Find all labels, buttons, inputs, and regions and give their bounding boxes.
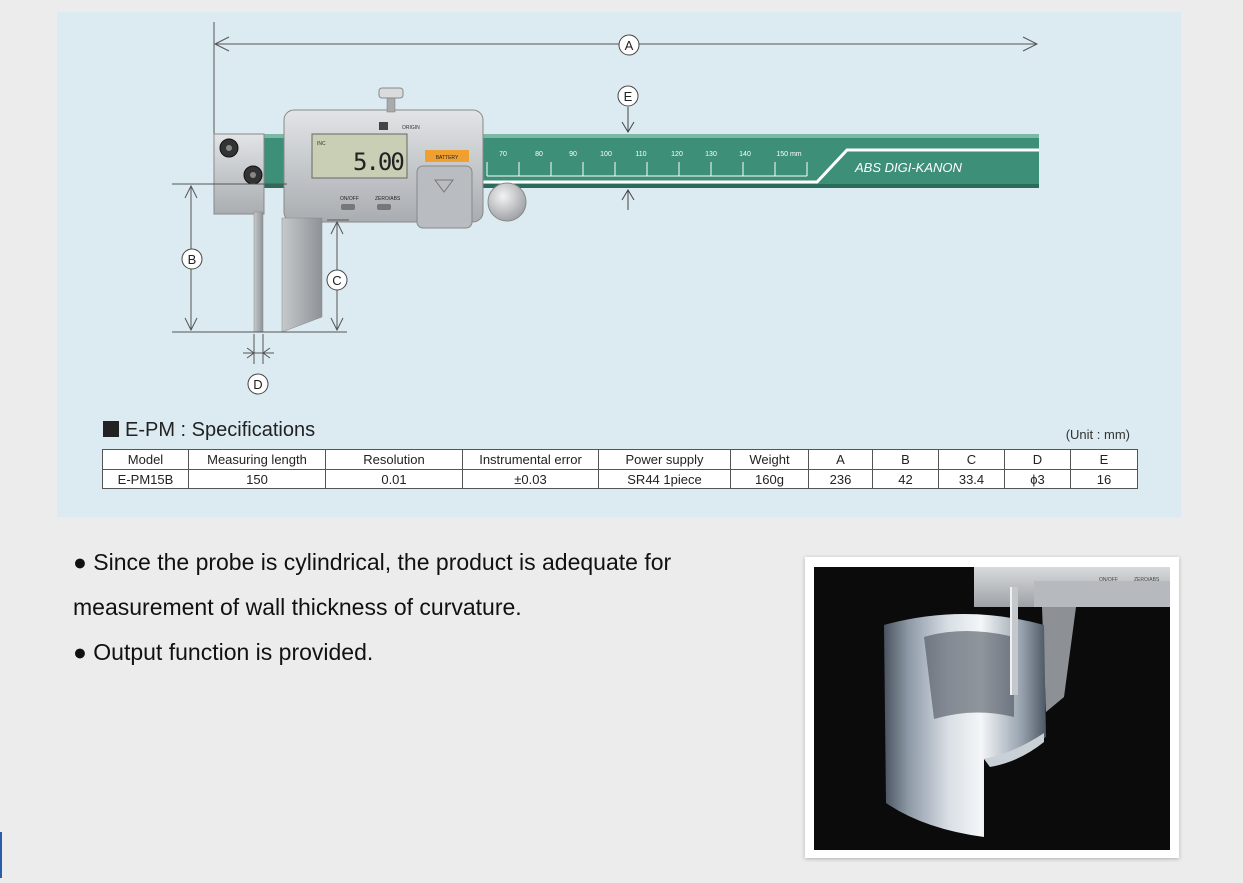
scale-label: 140 (739, 151, 751, 158)
col-e: E (1070, 449, 1138, 470)
scale-label: 120 (671, 151, 683, 158)
col-d: D (1004, 449, 1071, 470)
callout-c-circle (326, 269, 348, 291)
dimension-d (243, 334, 274, 364)
corner-marker (0, 832, 2, 878)
callout-e: E (624, 89, 633, 104)
feature-item: ● Output function is provided. (73, 639, 374, 665)
on-off-button (341, 204, 355, 210)
col-weight: Weight (730, 449, 809, 470)
scale-label: 80 (535, 151, 543, 158)
feature-item: ● Since the probe is cylindrical, the pr… (73, 549, 672, 575)
photo-zero-abs-label: ZERO/ABS (1134, 577, 1160, 583)
col-power-supply: Power supply (598, 449, 731, 470)
zero-abs-button (377, 204, 391, 210)
scale-ticks (486, 162, 808, 177)
col-c: C (938, 449, 1005, 470)
zero-abs-label: ZERO/ABS (375, 196, 401, 202)
scale-label: 150 mm (776, 151, 801, 158)
callout-c: C (332, 273, 341, 288)
square-bullet-icon (103, 421, 119, 437)
cell-d: ϕ3 (1004, 469, 1071, 489)
cell-e: 16 (1070, 469, 1138, 489)
display-reading: 5.00 (353, 148, 403, 176)
beam-stripe (482, 148, 1039, 184)
lcd-display (311, 133, 408, 179)
battery-label: BATTERY (436, 155, 459, 161)
brand-text: ABS DIGI-KANON (854, 160, 963, 175)
cylindrical-probe (253, 211, 264, 333)
spec-table: Model Measuring length Resolution Instru… (102, 449, 1138, 489)
product-photo: ON/OFF ZERO/ABS (814, 567, 1170, 850)
cell-resolution: 0.01 (325, 469, 463, 489)
movable-jaw (281, 217, 323, 333)
photo-probe (1010, 587, 1018, 695)
table-row: E-PM15B 150 0.01 ±0.03 SR44 1piece 160g … (102, 469, 1138, 489)
cell-b: 42 (872, 469, 939, 489)
callout-d-circle (247, 373, 269, 395)
cell-model: E-PM15B (102, 469, 189, 489)
spec-panel: A ABS DIGI-KANON 70 80 90 100 110 (57, 12, 1181, 517)
feature-list: ● Since the probe is cylindrical, the pr… (73, 540, 793, 675)
callout-b: B (188, 252, 197, 267)
callout-a-circle (618, 34, 640, 56)
origin-label: ORIGIN (402, 125, 420, 131)
col-model: Model (102, 449, 189, 470)
spec-heading: E-PM : Specifications (103, 419, 315, 442)
col-a: A (808, 449, 873, 470)
col-b: B (872, 449, 939, 470)
dimension-e (621, 107, 635, 210)
spec-heading-text: E-PM : Specifications (125, 419, 316, 441)
scale-label: 90 (569, 151, 577, 158)
on-off-label: ON/OFF (340, 196, 359, 202)
feature-item-continued: measurement of wall thickness of curvatu… (73, 594, 522, 620)
cell-weight: 160g (730, 469, 809, 489)
cell-c: 33.4 (938, 469, 1005, 489)
photo-caliper-jaw (1042, 607, 1076, 712)
col-measuring-length: Measuring length (188, 449, 326, 470)
callout-a: A (625, 38, 634, 53)
cell-a: 236 (808, 469, 873, 489)
scale-label: 110 (635, 151, 646, 158)
table-header-row: Model Measuring length Resolution Instru… (102, 449, 1138, 470)
scale-label: 130 (705, 151, 717, 158)
caliper-diagram: A ABS DIGI-KANON 70 80 90 100 110 (172, 22, 1039, 395)
cell-instrumental-error: ±0.03 (462, 469, 599, 489)
battery-cover (416, 165, 473, 229)
display-mode: INC (317, 141, 326, 147)
callout-e-circle (617, 85, 639, 107)
cell-measuring-length: 150 (188, 469, 326, 489)
callout-d: D (253, 377, 262, 392)
scale-label: 100 (600, 151, 612, 158)
thumb-wheel (487, 182, 527, 222)
product-photo-frame: ON/OFF ZERO/ABS (805, 557, 1179, 858)
cell-power-supply: SR44 1piece (598, 469, 731, 489)
unit-label: (Unit : mm) (1065, 427, 1130, 442)
callout-b-circle (181, 248, 203, 270)
col-instrumental-error: Instrumental error (462, 449, 599, 470)
dimension-b (172, 183, 347, 333)
battery-tag (425, 150, 469, 162)
photo-on-off-label: ON/OFF (1099, 577, 1118, 583)
scale-label: 70 (499, 151, 507, 158)
col-resolution: Resolution (325, 449, 463, 470)
